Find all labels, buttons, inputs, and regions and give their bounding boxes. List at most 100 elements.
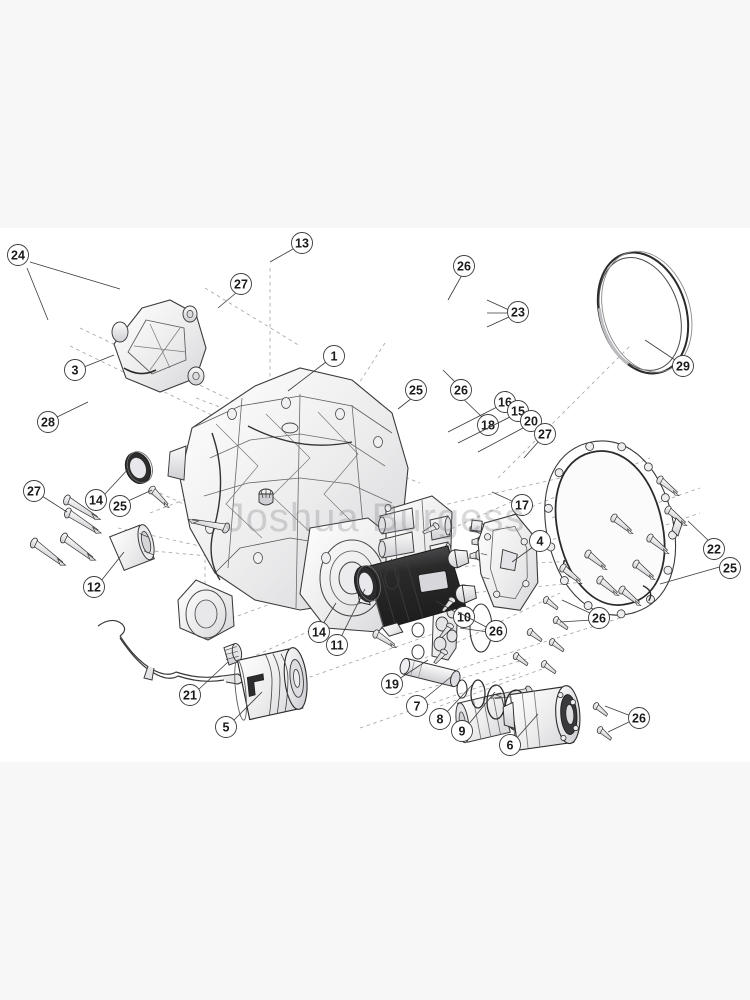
callout-leader-line	[604, 705, 632, 717]
callout-25[interactable]: 25	[405, 379, 427, 401]
callout-circle	[588, 607, 610, 629]
callout-26[interactable]: 26	[588, 607, 610, 629]
callout-leader-line	[83, 354, 115, 368]
callout-leader-line	[232, 691, 263, 722]
callout-circle	[507, 301, 529, 323]
part-oil-pump-housing	[470, 513, 539, 611]
callout-14[interactable]: 14	[85, 489, 107, 511]
callout-circle	[529, 530, 551, 552]
callout-29[interactable]: 29	[672, 355, 694, 377]
callout-number: 10	[457, 610, 471, 624]
callout-leader-line	[397, 397, 413, 410]
callout-leader-line	[322, 602, 337, 625]
callout-circle	[719, 557, 741, 579]
part-cooler-seal-ring	[353, 565, 400, 603]
callout-number: 1	[331, 349, 338, 363]
callout-number: 25	[113, 499, 127, 513]
callout-5[interactable]: 5	[215, 716, 237, 738]
callout-number: 28	[41, 415, 55, 429]
callout-27[interactable]: 27	[23, 480, 45, 502]
callout-circle	[451, 720, 473, 742]
callout-9[interactable]: 9	[451, 720, 473, 742]
callout-leader-line	[422, 675, 453, 701]
callout-number: 9	[459, 724, 466, 738]
callout-leader-line	[398, 659, 429, 680]
callout-27[interactable]: 27	[230, 273, 252, 295]
callout-circle	[64, 359, 86, 381]
callout-number: 14	[89, 493, 103, 507]
callout-number: 25	[409, 383, 423, 397]
callout-leader-line	[477, 427, 524, 453]
callout-23[interactable]: 23	[507, 301, 529, 323]
callout-26[interactable]: 26	[450, 379, 472, 401]
callout-4[interactable]: 4	[529, 530, 551, 552]
callout-25[interactable]: 25	[109, 495, 131, 517]
callout-number: 18	[481, 418, 495, 432]
callout-number: 15	[511, 404, 525, 418]
callout-25[interactable]: 25	[719, 557, 741, 579]
callout-3[interactable]: 3	[64, 359, 86, 381]
callout-number: 13	[295, 236, 309, 250]
callout-27[interactable]: 27	[534, 423, 556, 445]
callout-17[interactable]: 17	[511, 494, 533, 516]
callout-number: 26	[632, 711, 646, 725]
callout-number: 6	[507, 738, 514, 752]
callout-10[interactable]: 10	[453, 606, 475, 628]
callout-18[interactable]: 18	[477, 414, 499, 436]
callout-number: 23	[511, 305, 525, 319]
callout-leader-line	[445, 683, 474, 714]
callout-leader-line	[486, 316, 510, 328]
callout-circle	[23, 480, 45, 502]
callout-number: 27	[27, 484, 41, 498]
callout-circle	[230, 273, 252, 295]
part-drain-plug	[223, 643, 243, 666]
callout-number: 27	[538, 427, 552, 441]
callout-leader-line	[459, 627, 489, 633]
part-breather-plug	[258, 488, 274, 506]
callout-circle	[703, 538, 725, 560]
callout-circle	[381, 673, 403, 695]
callout-circle	[291, 232, 313, 254]
callout-circle	[534, 423, 556, 445]
callout-6[interactable]: 6	[499, 734, 521, 756]
callout-26[interactable]: 26	[453, 255, 475, 277]
callout-13[interactable]: 13	[291, 232, 313, 254]
callout-22[interactable]: 22	[703, 538, 725, 560]
callout-leader-line	[515, 713, 539, 740]
callout-26[interactable]: 26	[628, 707, 650, 729]
callout-8[interactable]: 8	[429, 708, 451, 730]
callout-circle	[179, 684, 201, 706]
callout-circle	[405, 379, 427, 401]
part-oil-feed-tube	[399, 657, 468, 699]
part-right-bolt-field	[557, 474, 692, 608]
callout-circle	[450, 379, 472, 401]
callout-number: 19	[385, 677, 399, 691]
callout-28[interactable]: 28	[37, 411, 59, 433]
callout-1[interactable]: 1	[323, 345, 345, 367]
callout-12[interactable]: 12	[83, 576, 105, 598]
callout-21[interactable]: 21	[179, 684, 201, 706]
callout-leader-line	[523, 440, 540, 459]
callout-leader-line	[41, 495, 68, 513]
callout-11[interactable]: 11	[326, 634, 348, 656]
part-bolts-26-housing	[591, 701, 615, 741]
callout-number: 29	[676, 359, 690, 373]
callout-number: 20	[524, 414, 538, 428]
callout-number: 26	[489, 624, 503, 638]
callout-leader-line	[491, 491, 515, 503]
callout-number: 12	[87, 580, 101, 594]
callout-leader-line	[197, 661, 229, 691]
callout-7[interactable]: 7	[406, 695, 428, 717]
callout-circle	[628, 707, 650, 729]
callout-number: 5	[223, 720, 230, 734]
callout-14[interactable]: 14	[308, 621, 330, 643]
callout-19[interactable]: 19	[381, 673, 403, 695]
callout-circle	[323, 345, 345, 367]
callout-number: 11	[330, 638, 343, 652]
callout-26[interactable]: 26	[485, 620, 507, 642]
callout-circle	[109, 495, 131, 517]
callout-24[interactable]: 24	[7, 244, 29, 266]
callout-20[interactable]: 20	[520, 410, 542, 432]
